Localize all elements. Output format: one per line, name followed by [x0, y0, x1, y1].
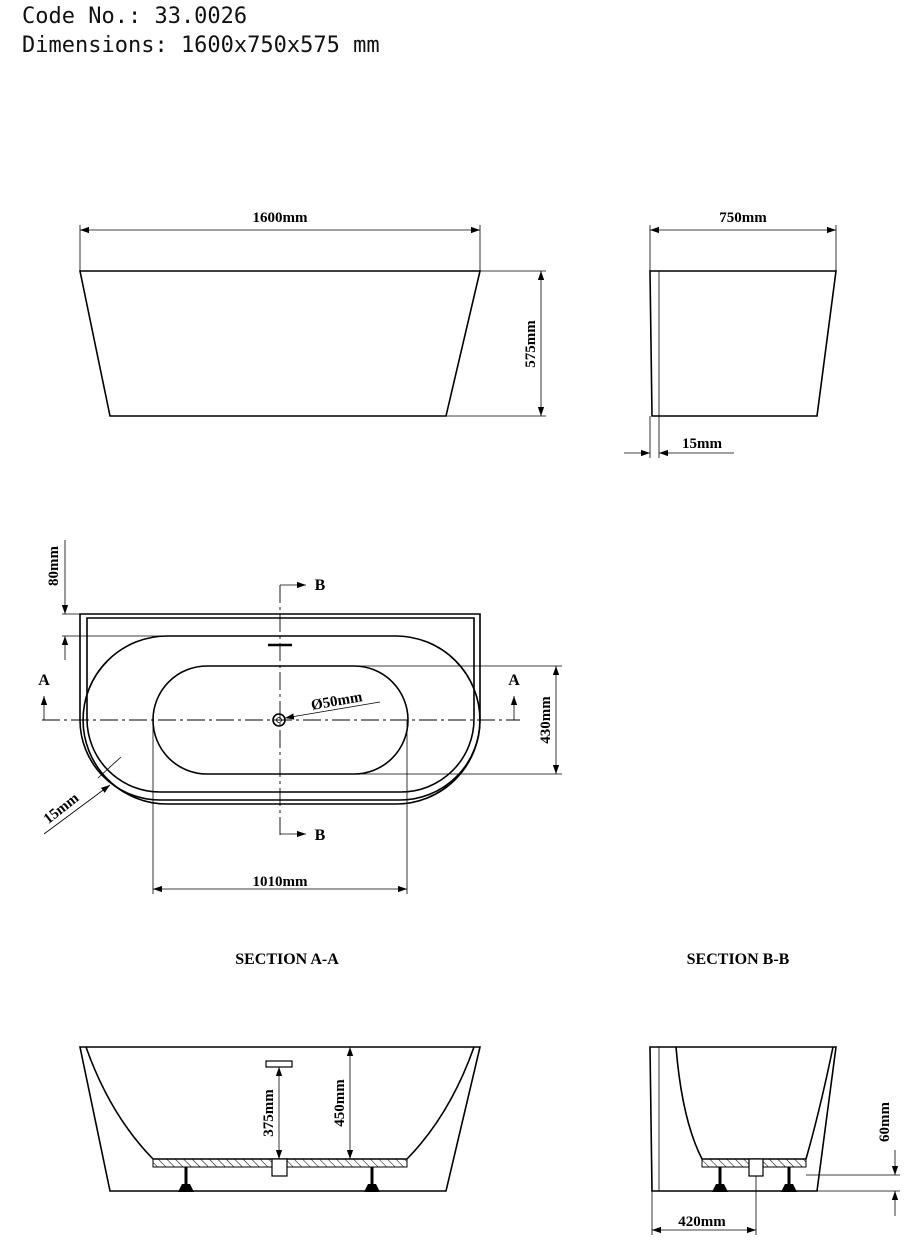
top-width-label: 430mm [538, 696, 554, 744]
section-bb-title: SECTION B-B [687, 951, 790, 968]
section-aa-view: 375mm 450mm [79, 1046, 482, 1192]
aa-overflow [265, 1060, 293, 1068]
bb-inner-curve [675, 1046, 834, 1160]
corner-leader-out [43, 784, 111, 835]
top-back-label: 80mm [46, 546, 62, 586]
bb-drain [748, 1158, 764, 1177]
aa-foot-right [364, 1167, 380, 1192]
bb-offset-label: 420mm [678, 1214, 726, 1230]
dimensions-text: Dimensions: 1600x750x575 mm [22, 33, 380, 58]
cut-b-top-label: B [315, 577, 326, 594]
side-width-label: 750mm [719, 210, 767, 226]
top-rim-line [86, 617, 475, 793]
side-wall-label: 15mm [682, 436, 722, 452]
cut-a-left-label: A [38, 672, 50, 689]
aa-outer-outline [79, 1046, 482, 1192]
cut-b-bottom-label: B [315, 827, 326, 844]
top-view: A A B B 80mm Ø50mm 430mm 15mm 1010mm [38, 540, 562, 894]
aa-drain [271, 1158, 288, 1177]
section-bb-view: 60mm 420mm [649, 1046, 900, 1235]
corner-label: 15mm [41, 790, 83, 828]
top-basin-outline [82, 635, 481, 805]
aa-overflow-label: 375mm [261, 1089, 277, 1137]
drawing-header: Code No.: 33.0026 Dimensions: 1600x750x5… [22, 2, 380, 60]
side-view: 750mm 15mm [624, 210, 837, 458]
top-length-label: 1010mm [253, 874, 308, 890]
bb-base-label: 60mm [877, 1102, 893, 1142]
aa-depth-label: 450mm [332, 1079, 348, 1127]
drain-leader [284, 701, 381, 720]
side-tub-outline [649, 270, 837, 417]
cut-a-right-label: A [508, 672, 520, 689]
bb-foot-left [712, 1167, 728, 1192]
front-tub-outline [79, 270, 482, 417]
front-length-label: 1600mm [253, 210, 308, 226]
corner-leader-in [97, 756, 122, 779]
front-height-label: 575mm [523, 320, 539, 368]
front-view: 1600mm 575mm [79, 210, 546, 417]
bb-foot-right [781, 1167, 797, 1192]
section-aa-title: SECTION A-A [235, 951, 339, 968]
code-number: Code No.: 33.0026 [22, 4, 248, 29]
drain-label: Ø50mm [310, 689, 364, 714]
aa-foot-left [178, 1167, 194, 1192]
